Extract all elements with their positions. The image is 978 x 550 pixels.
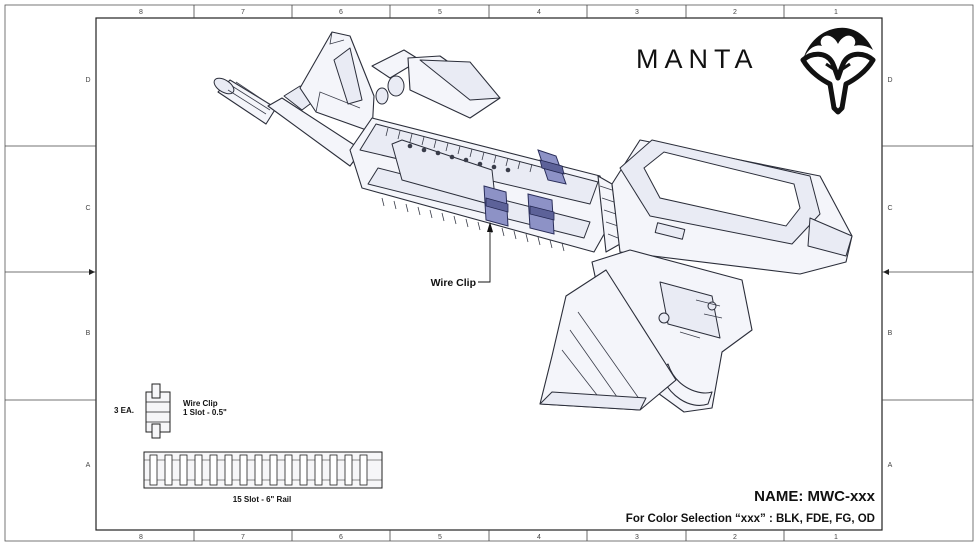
zone-label-bottom: 2 — [733, 534, 737, 541]
zone-label-bottom: 4 — [537, 534, 541, 541]
carbine-drawing — [213, 31, 853, 413]
zone-label-top: 2 — [733, 9, 737, 16]
zone-label-right: C — [887, 205, 892, 212]
wire-clip-desc: 1 Slot - 0.5" — [183, 408, 227, 417]
zone-label-top: 1 — [834, 9, 838, 16]
quantity-label: 3 EA. — [114, 406, 134, 415]
center-arrow-left — [89, 269, 95, 275]
zone-labels-right: D C B A — [887, 77, 892, 469]
zone-label-left: B — [86, 330, 91, 337]
color-selection-note: For Color Selection “xxx” : BLK, FDE, FG… — [626, 513, 875, 525]
center-arrow-right — [883, 269, 889, 275]
wire-clip-name: Wire Clip — [183, 399, 218, 408]
zone-ticks — [5, 5, 973, 541]
zone-label-top: 8 — [139, 9, 143, 16]
zone-label-right: B — [888, 330, 893, 337]
zone-label-bottom: 3 — [635, 534, 639, 541]
wire-clip-callout-label: Wire Clip — [431, 277, 476, 289]
rail-holes — [407, 143, 511, 173]
rail-slots — [381, 127, 565, 252]
manta-logo: MANTA — [636, 27, 876, 115]
logo-wordmark: MANTA — [636, 44, 759, 74]
wire-clip-part-view: 3 EA. Wire Clip 1 Slot - 0.5" — [114, 383, 227, 439]
zone-label-top: 4 — [537, 9, 541, 16]
zone-label-top: 3 — [635, 9, 639, 16]
zone-label-bottom: 6 — [339, 534, 343, 541]
rail-part-view: 15 Slot - 6" Rail — [143, 451, 383, 504]
zone-label-bottom: 1 — [834, 534, 838, 541]
manta-emblem-icon — [800, 27, 876, 115]
rail-desc: 15 Slot - 6" Rail — [233, 495, 291, 504]
installed-wire-clips — [483, 149, 567, 235]
zone-label-top: 5 — [438, 9, 442, 16]
zone-label-top: 7 — [241, 9, 245, 16]
zone-label-bottom: 7 — [241, 534, 245, 541]
wire-clip-callout: Wire Clip — [431, 222, 493, 289]
zone-label-left: A — [86, 462, 91, 469]
zone-label-left: D — [85, 77, 90, 84]
zone-label-bottom: 5 — [438, 534, 442, 541]
zone-label-right: D — [887, 77, 892, 84]
zone-label-left: C — [85, 205, 90, 212]
zone-label-right: A — [888, 462, 893, 469]
zone-label-top: 6 — [339, 9, 343, 16]
zone-label-bottom: 8 — [139, 534, 143, 541]
part-name: NAME: MWC-xxx — [754, 488, 875, 505]
zone-labels-left: D C B A — [85, 77, 90, 469]
zone-labels-bottom: 8 7 6 5 4 3 2 1 — [139, 534, 838, 541]
zone-labels-top: 8 7 6 5 4 3 2 1 — [139, 9, 838, 16]
